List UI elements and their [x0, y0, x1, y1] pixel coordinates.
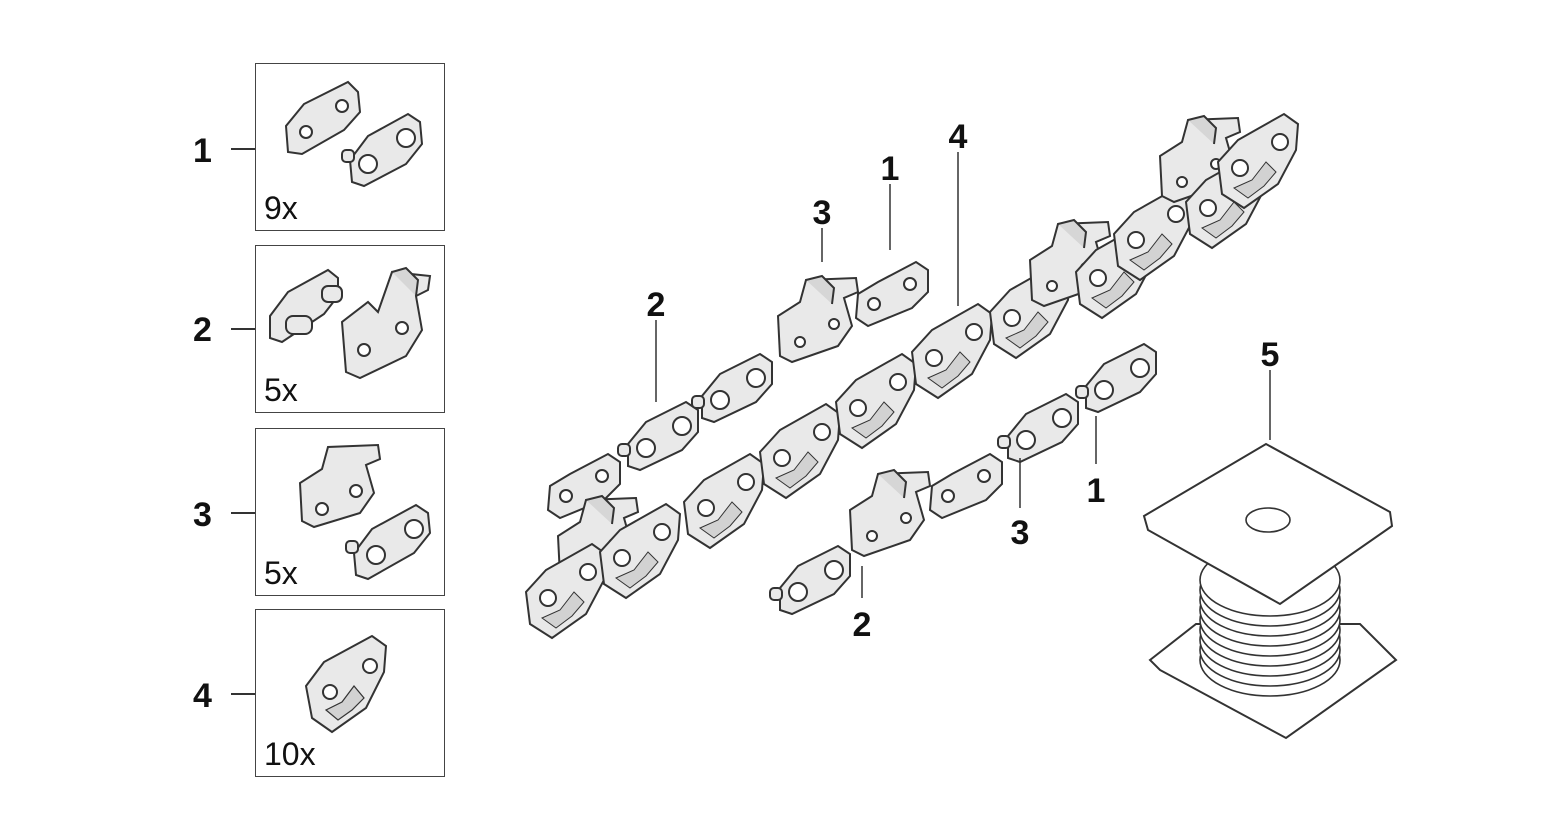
drive-link-and-cutter-illustration [269, 266, 432, 380]
legend-leader-3 [231, 512, 255, 514]
legend-box-4: 10x [255, 609, 445, 777]
side-plate [929, 453, 1003, 519]
legend-box-1: 9x [255, 63, 445, 231]
diamond-segment-link-illustration [304, 634, 388, 734]
legend-number-4: 4 [193, 677, 212, 715]
legend-quantity-2: 5x [264, 372, 298, 408]
callout-5: 5 [1261, 336, 1280, 374]
tie-strap [997, 393, 1079, 463]
leader-lines [655, 152, 1271, 598]
drive-link [617, 401, 699, 471]
chain-spool [1142, 442, 1398, 740]
diamond-segment [683, 453, 765, 549]
tie-strap [769, 545, 851, 615]
cutter-link [777, 275, 859, 363]
callout-3-lower: 3 [1011, 514, 1030, 552]
legend-quantity-1: 9x [264, 190, 298, 226]
legend-number-1: 1 [193, 132, 212, 170]
legend-box-3: 5x [255, 428, 445, 596]
callout-1-lower: 1 [1087, 472, 1106, 510]
diamond-segment [835, 353, 917, 449]
legend-leader-2 [231, 328, 255, 330]
legend-leader-1 [231, 148, 255, 150]
diamond-segment [525, 543, 607, 639]
segment-chain [525, 113, 1299, 639]
callout-4: 4 [949, 118, 968, 156]
drive-link [691, 353, 773, 423]
legend-box-2: 5x [255, 245, 445, 413]
legend-leader-4 [231, 693, 255, 695]
legend-quantity-3: 5x [264, 555, 298, 591]
diamond-segment [911, 303, 993, 399]
cutter-and-tie-strap-illustration [298, 443, 432, 581]
side-plate [855, 261, 929, 327]
callout-2-upper: 2 [647, 286, 666, 324]
connecting-link-pair-illustration [284, 80, 424, 188]
cutter-link [849, 469, 931, 557]
diamond-segment [759, 403, 841, 499]
legend-quantity-4: 10x [264, 736, 316, 772]
callout-3-upper: 3 [813, 194, 832, 232]
tie-strap [1075, 343, 1157, 413]
legend-number-2: 2 [193, 311, 212, 349]
callout-2-lower: 2 [853, 606, 872, 644]
callout-1-upper: 1 [881, 150, 900, 188]
legend-number-3: 3 [193, 496, 212, 534]
